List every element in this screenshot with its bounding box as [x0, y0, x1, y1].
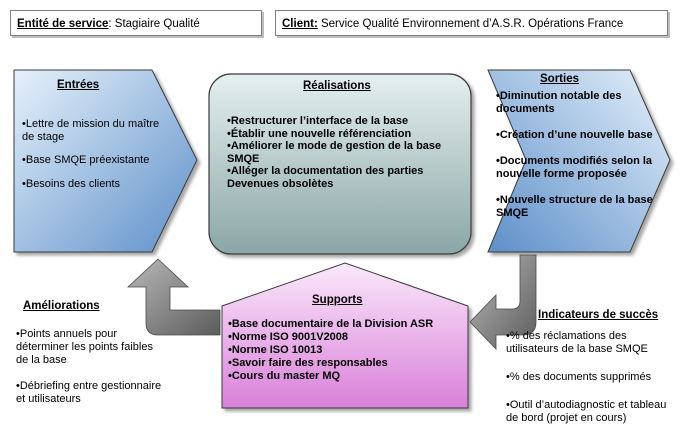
sorties-item: •Diminution notable des documents: [496, 90, 622, 115]
realisations-title: Réalisations: [303, 80, 371, 92]
header-service-value: Stagiaire Qualité: [114, 18, 200, 30]
header-client-label: Client:: [282, 18, 318, 30]
entrees-list: •Lettre de mission du maître de stage •B…: [22, 118, 172, 191]
supports-item: •Norme ISO 10013: [228, 344, 323, 356]
ameliorations-list: •Points annuels pour déterminer les poin…: [16, 328, 166, 406]
entrees-item: •Lettre de mission du maître de stage: [22, 118, 160, 143]
indicateurs-title: Indicateurs de succès: [538, 309, 659, 321]
supports-item: •Base documentaire de la Division ASR: [228, 318, 434, 330]
sorties-item: •Documents modifiés selon la nouvelle fo…: [496, 155, 653, 180]
sorties-shape: [487, 69, 671, 253]
sorties-list: •Diminution notable des documents •Créat…: [496, 90, 664, 220]
header-client: Client: Service Qualité Environnement d’…: [275, 10, 668, 36]
entrees-shape: [13, 69, 198, 253]
supports-list: •Base documentaire de la Division ASR •N…: [228, 318, 464, 383]
arrow-supports-to-entrees: [126, 258, 221, 336]
sorties-item: •Création d’une nouvelle base: [496, 129, 653, 141]
supports-shape: [221, 262, 469, 409]
realisations-item: •Restructurer l’interface de la base: [227, 115, 409, 127]
supports-title: Supports: [312, 294, 363, 306]
realisations-item: •Alléger la documentation des parties De…: [227, 165, 424, 190]
ameliorations-item: •Débriefing entre gestionnaire et utilis…: [16, 380, 162, 405]
ameliorations-item: •Points annuels pour déterminer les poin…: [16, 328, 153, 366]
header-service-label: Entité de service: [17, 18, 109, 30]
entrees-title: Entrées: [57, 79, 100, 91]
entrees-item: •Base SMQE préexistante: [22, 154, 150, 166]
realisations-shape: [208, 73, 472, 255]
sorties-item: •Nouvelle structure de la base SMQE: [496, 194, 653, 219]
sorties-title: Sorties: [540, 73, 579, 85]
supports-item: •Cours du master MQ: [228, 370, 341, 382]
realisations-item: •Établir une nouvelle référenciation: [227, 127, 412, 140]
header-service-entity: Entité de service: Stagiaire Qualité: [10, 10, 262, 36]
header-client-value: Service Qualité Environnement d’A.S.R. O…: [320, 18, 624, 30]
realisations-item: •Améliorer le mode de gestion de la base…: [227, 140, 442, 165]
supports-item: •Savoir faire des responsables: [228, 357, 388, 369]
indicateurs-item: •% des documents supprimés: [506, 371, 652, 383]
header-service-separator: :: [108, 18, 115, 30]
realisations-list: •Restructurer l’interface de la base •Ét…: [227, 115, 459, 190]
supports-item: •Norme ISO 9001V2008: [228, 331, 349, 343]
ameliorations-title: Améliorations: [23, 300, 100, 312]
indicateurs-list: •% des réclamations des utilisateurs de …: [506, 330, 674, 425]
indicateurs-item: •% des réclamations des utilisateurs de …: [506, 330, 648, 355]
entrees-item: •Besoins des clients: [22, 178, 121, 190]
arrow-sorties-to-supports: [469, 254, 537, 350]
indicateurs-item: •Outil d’autodiagnostic et tableau de bo…: [506, 399, 667, 424]
